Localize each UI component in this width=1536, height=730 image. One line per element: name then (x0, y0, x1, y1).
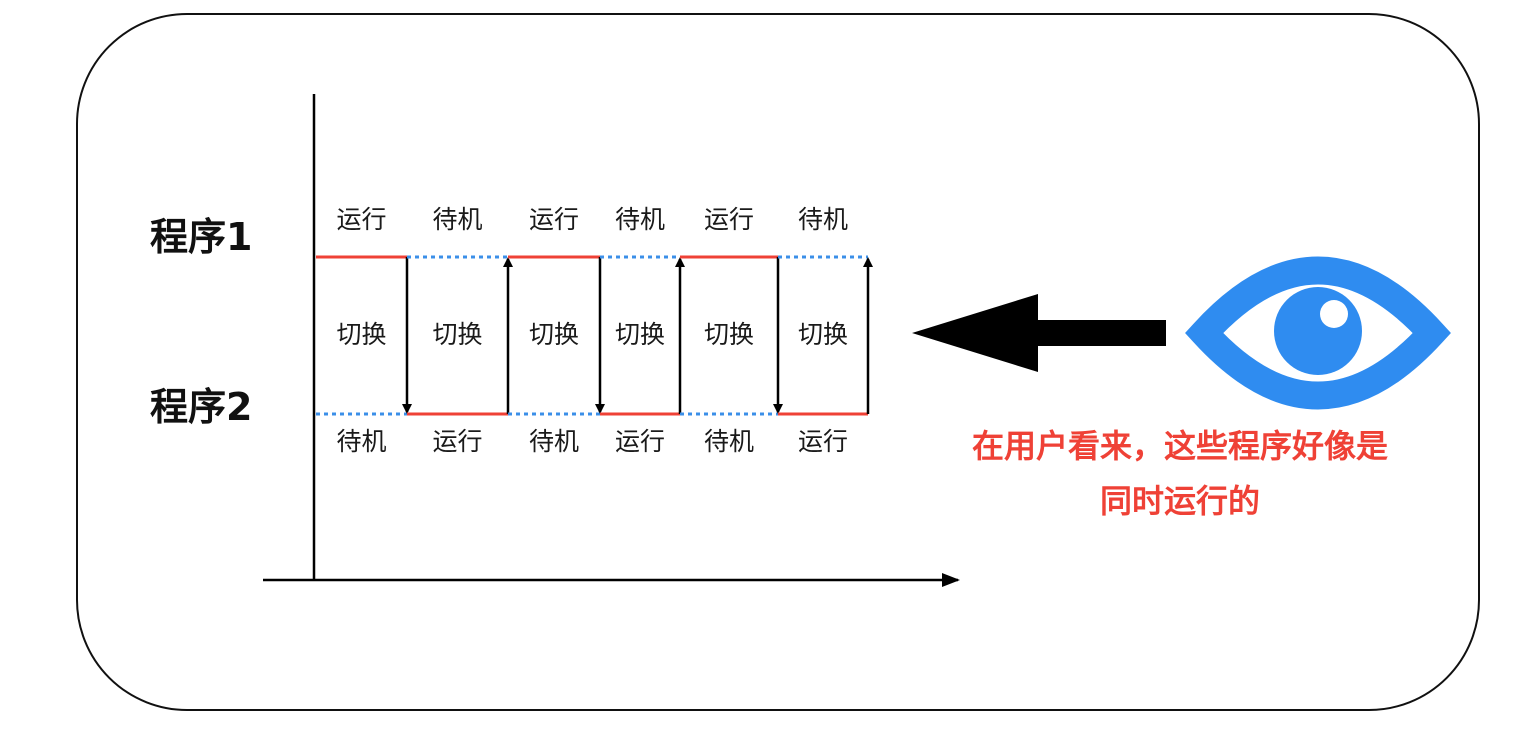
caption-line-2: 同时运行的 (1100, 482, 1260, 520)
program-1-state-label: 待机 (615, 205, 665, 234)
program-1-label: 程序1 (150, 215, 252, 259)
program-2-state-label: 运行 (798, 427, 848, 456)
program-1-state-label: 待机 (432, 205, 482, 234)
program-1-state-label: 运行 (529, 205, 579, 234)
program-2-state-label: 运行 (615, 427, 665, 456)
program-2-label: 程序2 (150, 385, 252, 429)
switch-label: 切换 (529, 320, 579, 349)
program-2-state-label: 待机 (704, 427, 754, 456)
switch-label: 切换 (615, 320, 665, 349)
program-1-state-label: 运行 (336, 205, 386, 234)
eye-icon (1185, 256, 1451, 410)
program-2-state-label: 待机 (336, 427, 386, 456)
program-1-state-label: 运行 (704, 205, 754, 234)
left-arrow-icon (912, 294, 1166, 372)
program-1-state-label: 待机 (798, 205, 848, 234)
switch-label: 切换 (432, 320, 482, 349)
program-2-state-label: 运行 (432, 427, 482, 456)
caption-line-1: 在用户看来，这些程序好像是 (972, 427, 1388, 465)
program-2-state-label: 待机 (529, 427, 579, 456)
switch-label: 切换 (704, 320, 754, 349)
switch-label: 切换 (798, 320, 848, 349)
switch-label: 切换 (336, 320, 386, 349)
outer-frame (76, 13, 1480, 711)
